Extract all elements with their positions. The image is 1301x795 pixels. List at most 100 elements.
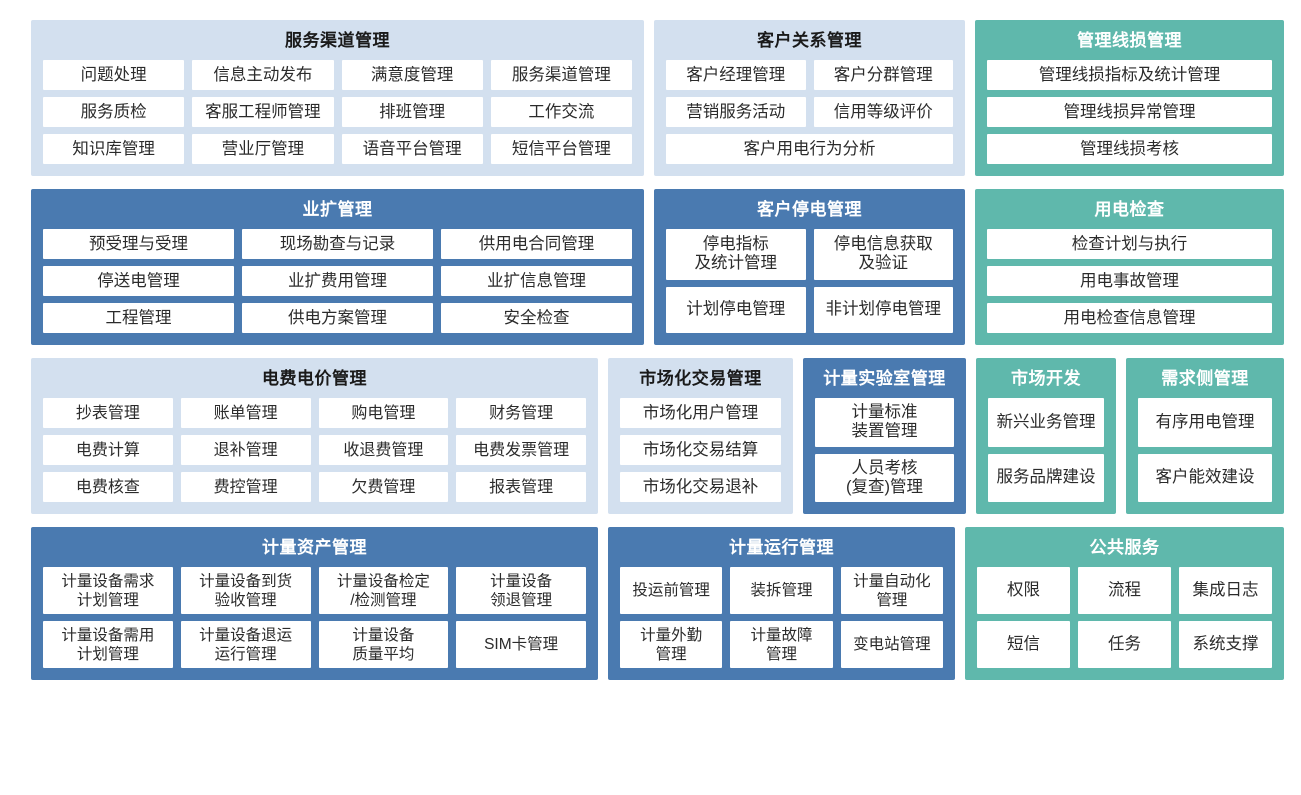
module-cell[interactable]: 计量设备退运 运行管理 <box>180 621 311 668</box>
panel-public-service[interactable]: 公共服务 权限 流程 集成日志 短信 任务 系统支撑 <box>965 527 1284 680</box>
module-cell[interactable]: 有序用电管理 <box>1138 398 1272 447</box>
module-cell[interactable]: 客户用电行为分析 <box>666 134 953 164</box>
module-cell[interactable]: 电费核查 <box>43 472 173 502</box>
module-cell[interactable]: 变电站管理 <box>840 621 943 668</box>
module-cell[interactable]: 电费计算 <box>43 435 173 465</box>
module-cell[interactable]: 业扩信息管理 <box>441 266 632 296</box>
module-cell[interactable]: 收退费管理 <box>318 435 449 465</box>
module-cell[interactable]: 计量设备需求 计划管理 <box>43 567 173 614</box>
module-cell[interactable]: 服务品牌建设 <box>988 453 1104 502</box>
panel-customer-outage-management[interactable]: 客户停电管理 停电指标 及统计管理 停电信息获取 及验证 计划停电管理 非计划停… <box>654 189 965 345</box>
grid-row: 市场化交易结算 <box>620 435 781 465</box>
panel-service-channel-management[interactable]: 服务渠道管理 问题处理 信息主动发布 满意度管理 服务渠道管理 服务质检 客服工… <box>31 20 644 176</box>
module-cell[interactable]: 客户分群管理 <box>813 60 953 90</box>
module-cell[interactable]: 购电管理 <box>318 398 449 428</box>
module-cell[interactable]: 计量设备检定 /检测管理 <box>318 567 449 614</box>
module-cell[interactable]: 管理线损考核 <box>987 134 1272 164</box>
module-cell[interactable]: 营业厅管理 <box>192 134 334 164</box>
panel-electricity-fee-price-management[interactable]: 电费电价管理 抄表管理 账单管理 购电管理 财务管理 电费计算 退补管理 收退费… <box>31 358 598 514</box>
module-cell[interactable]: 信用等级评价 <box>813 97 953 127</box>
module-cell[interactable]: 非计划停电管理 <box>813 286 953 333</box>
module-cell[interactable]: 装拆管理 <box>730 567 833 614</box>
panel-market-trading-management[interactable]: 市场化交易管理 市场化用户管理 市场化交易结算 市场化交易退补 <box>608 358 793 514</box>
module-cell[interactable]: 供电方案管理 <box>242 303 433 333</box>
module-cell[interactable]: 计量标准 装置管理 <box>815 398 954 447</box>
module-cell[interactable]: 工程管理 <box>43 303 234 333</box>
module-cell[interactable]: 预受理与受理 <box>43 229 234 259</box>
module-cell[interactable]: 计量设备需用 计划管理 <box>43 621 173 668</box>
module-cell[interactable]: 市场化交易退补 <box>620 472 781 502</box>
module-cell[interactable]: 账单管理 <box>180 398 311 428</box>
module-cell[interactable]: 停送电管理 <box>43 266 234 296</box>
module-cell[interactable]: 流程 <box>1078 567 1171 614</box>
module-cell[interactable]: 电费发票管理 <box>456 435 586 465</box>
module-cell[interactable]: 满意度管理 <box>341 60 483 90</box>
module-cell[interactable]: 现场勘查与记录 <box>242 229 433 259</box>
module-cell[interactable]: 市场化交易结算 <box>620 435 781 465</box>
module-cell[interactable]: 问题处理 <box>43 60 185 90</box>
module-cell[interactable]: 工作交流 <box>490 97 632 127</box>
module-cell[interactable]: 计量设备 质量平均 <box>318 621 449 668</box>
grid-row: 新兴业务管理 <box>988 398 1104 447</box>
module-cell[interactable]: 管理线损指标及统计管理 <box>987 60 1272 90</box>
module-cell[interactable]: 人员考核 (复查)管理 <box>815 453 954 502</box>
module-cell[interactable]: 计量自动化 管理 <box>840 567 943 614</box>
grid-row: 用电事故管理 <box>987 266 1272 296</box>
module-cell[interactable]: 停电指标 及统计管理 <box>666 229 806 280</box>
module-cell[interactable]: 任务 <box>1078 621 1171 668</box>
module-cell[interactable]: 客户经理管理 <box>666 60 806 90</box>
panel-title: 公共服务 <box>1089 538 1160 557</box>
module-cell[interactable]: 管理线损异常管理 <box>987 97 1272 127</box>
module-cell[interactable]: 用电检查信息管理 <box>987 303 1272 333</box>
panel-power-consumption-inspection[interactable]: 用电检查 检查计划与执行 用电事故管理 用电检查信息管理 <box>975 189 1284 345</box>
module-cell[interactable]: 营销服务活动 <box>666 97 806 127</box>
panel-title: 计量运行管理 <box>729 538 834 557</box>
module-cell[interactable]: 市场化用户管理 <box>620 398 781 428</box>
module-cell[interactable]: 计量故障 管理 <box>730 621 833 668</box>
module-cell[interactable]: 系统支撑 <box>1179 621 1272 668</box>
module-cell[interactable]: 计划停电管理 <box>666 286 806 333</box>
panel-market-development[interactable]: 市场开发 新兴业务管理 服务品牌建设 <box>976 358 1116 514</box>
grid-row: 检查计划与执行 <box>987 229 1272 259</box>
module-cell[interactable]: 计量设备 领退管理 <box>456 567 586 614</box>
module-cell[interactable]: 计量外勤 管理 <box>620 621 723 668</box>
module-cell[interactable]: 短信平台管理 <box>490 134 632 164</box>
module-cell[interactable]: 费控管理 <box>180 472 311 502</box>
module-cell[interactable]: 排班管理 <box>341 97 483 127</box>
module-cell[interactable]: 安全检查 <box>441 303 632 333</box>
module-cell[interactable]: 退补管理 <box>180 435 311 465</box>
module-cell[interactable]: 服务渠道管理 <box>490 60 632 90</box>
module-cell[interactable]: 业扩费用管理 <box>242 266 433 296</box>
module-cell[interactable]: 知识库管理 <box>43 134 185 164</box>
module-cell[interactable]: 计量设备到货 验收管理 <box>180 567 311 614</box>
panel-grid: 权限 流程 集成日志 短信 任务 系统支撑 <box>977 567 1272 668</box>
module-cell[interactable]: 用电事故管理 <box>987 266 1272 296</box>
grid-row: 计量外勤 管理 计量故障 管理 变电站管理 <box>620 621 943 668</box>
module-cell[interactable]: 信息主动发布 <box>192 60 334 90</box>
panel-metering-asset-management[interactable]: 计量资产管理 计量设备需求 计划管理 计量设备到货 验收管理 计量设备检定 /检… <box>31 527 598 680</box>
module-cell[interactable]: 财务管理 <box>456 398 586 428</box>
panel-metering-laboratory-management[interactable]: 计量实验室管理 计量标准 装置管理 人员考核 (复查)管理 <box>803 358 966 514</box>
panel-customer-relationship-management[interactable]: 客户关系管理 客户经理管理 客户分群管理 营销服务活动 信用等级评价 客户用电行… <box>654 20 965 176</box>
module-cell[interactable]: 报表管理 <box>456 472 586 502</box>
module-cell[interactable]: 停电信息获取 及验证 <box>813 229 953 280</box>
module-cell[interactable]: 短信 <box>977 621 1070 668</box>
module-cell[interactable]: 客服工程师管理 <box>192 97 334 127</box>
module-cell[interactable]: SIM卡管理 <box>456 621 586 668</box>
panel-business-expansion-management[interactable]: 业扩管理 预受理与受理 现场勘查与记录 供用电合同管理 停送电管理 业扩费用管理… <box>31 189 644 345</box>
module-cell[interactable]: 供用电合同管理 <box>441 229 632 259</box>
module-cell[interactable]: 欠费管理 <box>318 472 449 502</box>
module-cell[interactable]: 集成日志 <box>1179 567 1272 614</box>
panel-demand-side-management[interactable]: 需求侧管理 有序用电管理 客户能效建设 <box>1126 358 1284 514</box>
panel-line-loss-management[interactable]: 管理线损管理 管理线损指标及统计管理 管理线损异常管理 管理线损考核 <box>975 20 1284 176</box>
module-cell[interactable]: 语音平台管理 <box>341 134 483 164</box>
module-cell[interactable]: 检查计划与执行 <box>987 229 1272 259</box>
grid-row: 管理线损考核 <box>987 134 1272 164</box>
module-cell[interactable]: 投运前管理 <box>620 567 723 614</box>
module-cell[interactable]: 抄表管理 <box>43 398 173 428</box>
module-cell[interactable]: 服务质检 <box>43 97 185 127</box>
module-cell[interactable]: 客户能效建设 <box>1138 453 1272 502</box>
panel-metering-operation-management[interactable]: 计量运行管理 投运前管理 装拆管理 计量自动化 管理 计量外勤 管理 计量故障 … <box>608 527 955 680</box>
module-cell[interactable]: 新兴业务管理 <box>988 398 1104 447</box>
module-cell[interactable]: 权限 <box>977 567 1070 614</box>
